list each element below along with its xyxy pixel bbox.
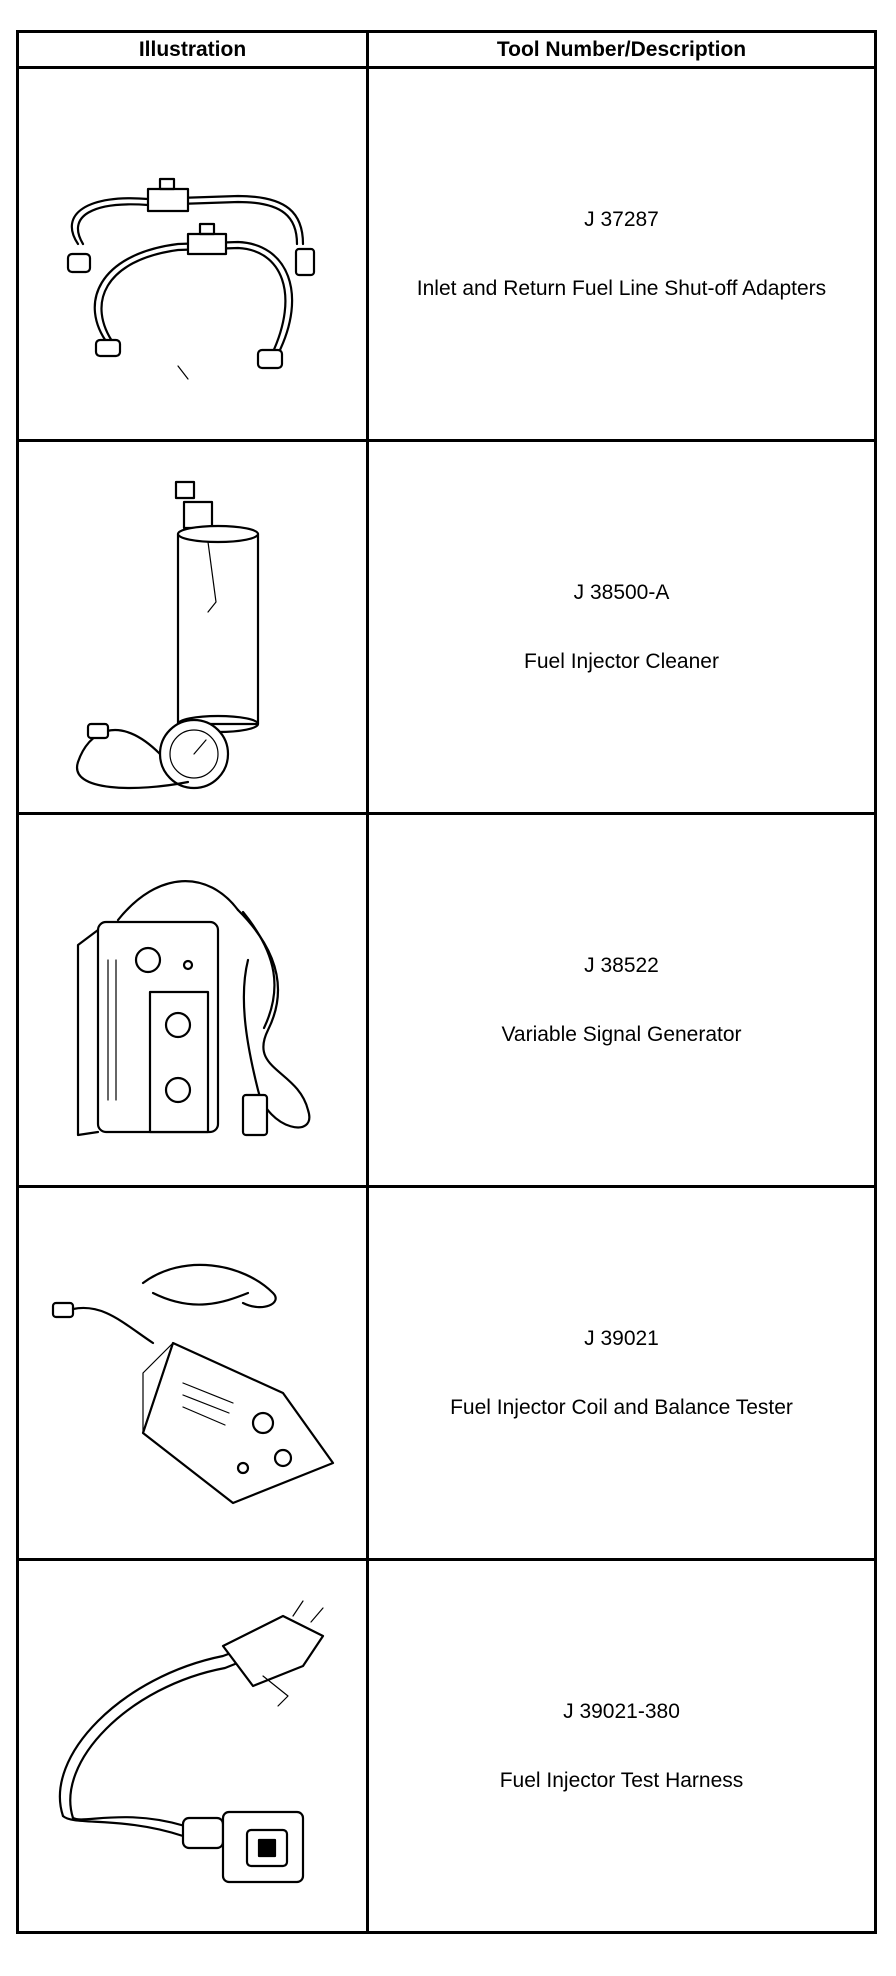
- description-cell: J 38522 Variable Signal Generator: [366, 812, 877, 1188]
- tool-description: Variable Signal Generator: [501, 1023, 742, 1046]
- variable-signal-generator-illustration: [76, 880, 310, 1137]
- illustration-cell: [16, 439, 369, 815]
- description-cell: J 37287 Inlet and Return Fuel Line Shut-…: [366, 66, 877, 442]
- test-harness-illustration: [58, 1600, 324, 1884]
- illustration-cell: [16, 812, 369, 1188]
- table-row: J 37287 Inlet and Return Fuel Line Shut-…: [16, 66, 877, 442]
- table-row: J 39021-380 Fuel Injector Test Harness: [16, 1558, 877, 1934]
- tool-table: Illustration Tool Number/Description: [16, 30, 877, 1934]
- tool-description: Fuel Injector Coil and Balance Tester: [450, 1396, 793, 1419]
- tool-description: Fuel Injector Cleaner: [524, 650, 719, 673]
- tool-number: J 39021: [584, 1326, 659, 1350]
- illustration-cell: [16, 1185, 369, 1561]
- tool-description: Inlet and Return Fuel Line Shut-off Adap…: [416, 277, 827, 300]
- illustration-cell: [16, 66, 369, 442]
- header-illustration: Illustration: [16, 30, 369, 69]
- tool-description: Fuel Injector Test Harness: [499, 1769, 744, 1792]
- table-header-row: Illustration Tool Number/Description: [16, 30, 877, 69]
- description-cell: J 38500-A Fuel Injector Cleaner: [366, 439, 877, 815]
- fuel-injector-cleaner-illustration: [75, 480, 259, 790]
- header-tool-description: Tool Number/Description: [366, 30, 877, 69]
- illustration-cell: [16, 1558, 369, 1934]
- tool-number: J 38500-A: [573, 580, 670, 604]
- fuel-line-shutoff-adapters-illustration: [66, 177, 315, 380]
- table-row: J 39021 Fuel Injector Coil and Balance T…: [16, 1185, 877, 1561]
- table-row: J 38500-A Fuel Injector Cleaner: [16, 439, 877, 815]
- tool-number: J 39021-380: [563, 1699, 680, 1723]
- coil-balance-tester-illustration: [51, 1263, 334, 1505]
- description-cell: J 39021-380 Fuel Injector Test Harness: [366, 1558, 877, 1934]
- description-cell: J 39021 Fuel Injector Coil and Balance T…: [366, 1185, 877, 1561]
- table-row: J 38522 Variable Signal Generator: [16, 812, 877, 1188]
- tool-number: J 38522: [584, 953, 659, 977]
- tool-number: J 37287: [584, 207, 659, 231]
